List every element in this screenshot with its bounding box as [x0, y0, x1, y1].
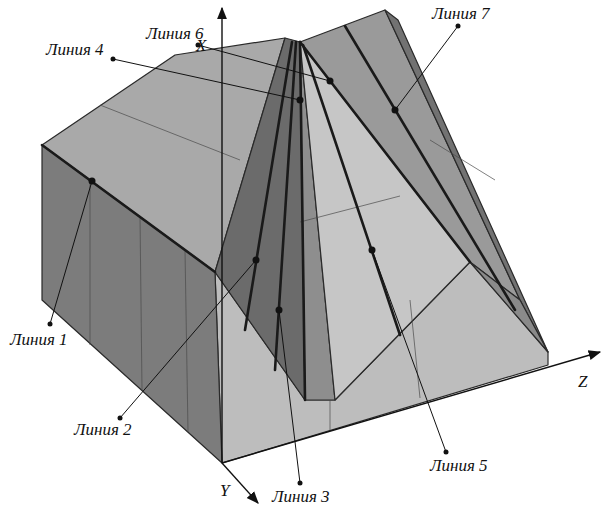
axis-label: Z [578, 372, 587, 392]
ridge-fillet [470, 262, 548, 352]
line-label: Линия 4 [46, 40, 104, 60]
grid-lines [90, 105, 495, 432]
line-label: Линия 7 [432, 4, 490, 24]
axis-label: Y [220, 481, 229, 501]
cut-lines [42, 26, 515, 400]
right-slope [385, 10, 548, 352]
leader-dots [48, 24, 461, 486]
block-face [42, 145, 222, 463]
axes [222, 8, 600, 503]
line-label: Линия 3 [272, 487, 330, 507]
line-label: Линия 2 [74, 420, 132, 440]
line-label: Линия 1 [10, 330, 68, 350]
leader-lines [50, 26, 458, 483]
line-label: Линия 6 [146, 24, 204, 44]
line-label: Линия 5 [430, 456, 488, 476]
valley-slope [215, 38, 305, 400]
axis-label: X [196, 36, 206, 56]
